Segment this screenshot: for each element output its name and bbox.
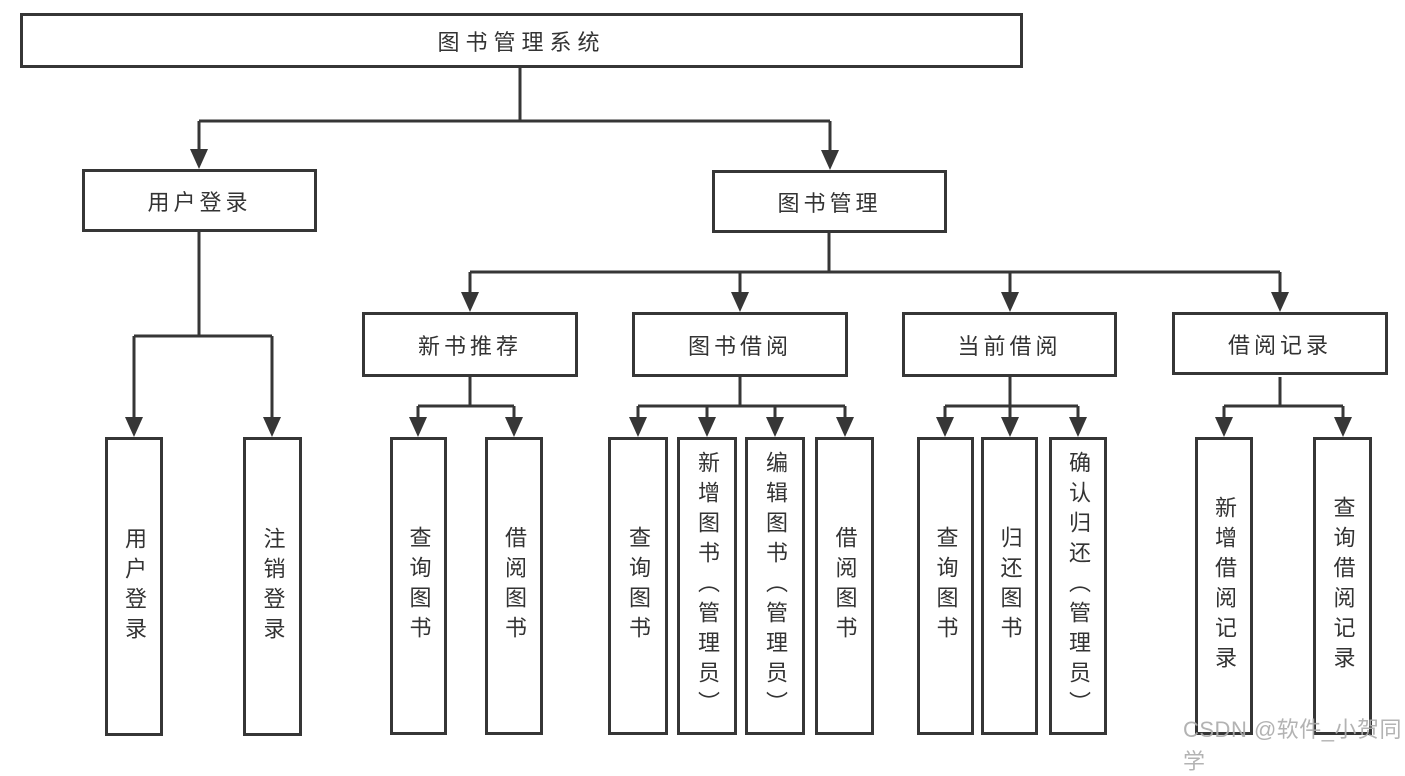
node-label: 归还图书: [997, 526, 1023, 646]
node-label: 当前借阅: [957, 333, 1062, 359]
node-label: 查询图书: [626, 526, 651, 646]
connector-lines: [125, 68, 1352, 437]
leaf-edit-books-admin: 编辑图书（管理员）: [745, 437, 805, 735]
node-new-book-recommendation: 新书推荐: [362, 312, 578, 377]
node-label: 查询图书: [406, 526, 432, 646]
connector-book-borrow-to-leaves: [636, 377, 847, 419]
node-label: 借阅图书: [502, 526, 527, 646]
arrowhead: [1215, 417, 1233, 437]
arrowhead: [936, 417, 954, 437]
leaf-query-books-2: 查询图书: [608, 437, 668, 735]
node-library-management-system: 图书管理系统: [20, 13, 1023, 68]
arrowhead: [263, 417, 281, 437]
node-label: 新增图书（管理员）: [695, 451, 720, 721]
leaf-logout: 注销登录: [243, 437, 302, 736]
leaf-query-books-3: 查询图书: [917, 437, 974, 735]
arrowhead: [461, 292, 479, 312]
arrowhead: [821, 150, 839, 170]
node-book-management: 图书管理: [712, 170, 947, 233]
arrowhead: [409, 417, 427, 437]
arrowhead: [125, 417, 143, 437]
node-book-borrowing: 图书借阅: [632, 312, 848, 377]
connector-current-borrow-to-leaves: [943, 377, 1080, 419]
node-user-login: 用户登录: [82, 169, 317, 232]
leaf-add-borrowing-record: 新增借阅记录: [1195, 437, 1253, 735]
arrowheads: [125, 149, 1352, 437]
leaf-query-books-1: 查询图书: [390, 437, 447, 735]
csdn-watermark: CSDN @软件_小贺同学: [1183, 717, 1403, 774]
leaf-confirm-return-admin: 确认归还（管理员）: [1049, 437, 1107, 735]
arrowhead: [1069, 417, 1087, 437]
leaf-borrow-books-1: 借阅图书: [485, 437, 543, 735]
leaf-query-borrowing-record: 查询借阅记录: [1313, 437, 1372, 735]
node-label: 新增借阅记录: [1212, 496, 1237, 676]
arrowhead: [1334, 417, 1352, 437]
node-label: 编辑图书（管理员）: [763, 451, 788, 721]
arrowhead: [766, 417, 784, 437]
connector-new-book-rec-to-leaves: [416, 377, 516, 419]
connector-borrow-records-to-leaves: [1222, 377, 1345, 419]
node-current-borrowing: 当前借阅: [902, 312, 1117, 377]
node-label: 用户登录: [147, 189, 252, 215]
node-label: 确认归还（管理员）: [1066, 451, 1091, 721]
arrowhead: [1001, 292, 1019, 312]
arrowhead: [190, 149, 208, 169]
leaf-borrow-books-2: 借阅图书: [815, 437, 874, 735]
node-label: 查询借阅记录: [1330, 496, 1356, 676]
node-label: 图书管理系统: [437, 29, 606, 55]
node-borrowing-records: 借阅记录: [1172, 312, 1388, 375]
arrowhead: [1271, 292, 1289, 312]
node-label: 新书推荐: [417, 333, 522, 359]
leaf-add-books-admin: 新增图书（管理员）: [677, 437, 737, 735]
leaf-return-books: 归还图书: [981, 437, 1038, 735]
node-label: 注销登录: [260, 526, 286, 647]
leaf-user-login: 用户登录: [105, 437, 163, 736]
arrowhead: [731, 292, 749, 312]
arrowhead: [629, 417, 647, 437]
arrowhead: [698, 417, 716, 437]
node-label: 用户登录: [122, 526, 147, 647]
diagram-canvas: 图书管理系统 用户登录 图书管理 新书推荐 图书借阅 当前借阅 借阅记录 用户登…: [20, 13, 1402, 774]
arrowhead: [505, 417, 523, 437]
node-label: 查询图书: [933, 526, 959, 646]
node-label: 借阅图书: [832, 526, 858, 646]
node-label: 借阅记录: [1227, 332, 1332, 358]
node-label: 图书借阅: [687, 333, 792, 359]
connector-root-to-level2: [197, 68, 832, 152]
node-label: 图书管理: [777, 190, 882, 216]
arrowhead: [836, 417, 854, 437]
connector-user-login-to-leaves: [132, 232, 274, 419]
connector-book-mgmt-to-level3: [468, 233, 1282, 294]
arrowhead: [1001, 417, 1019, 437]
